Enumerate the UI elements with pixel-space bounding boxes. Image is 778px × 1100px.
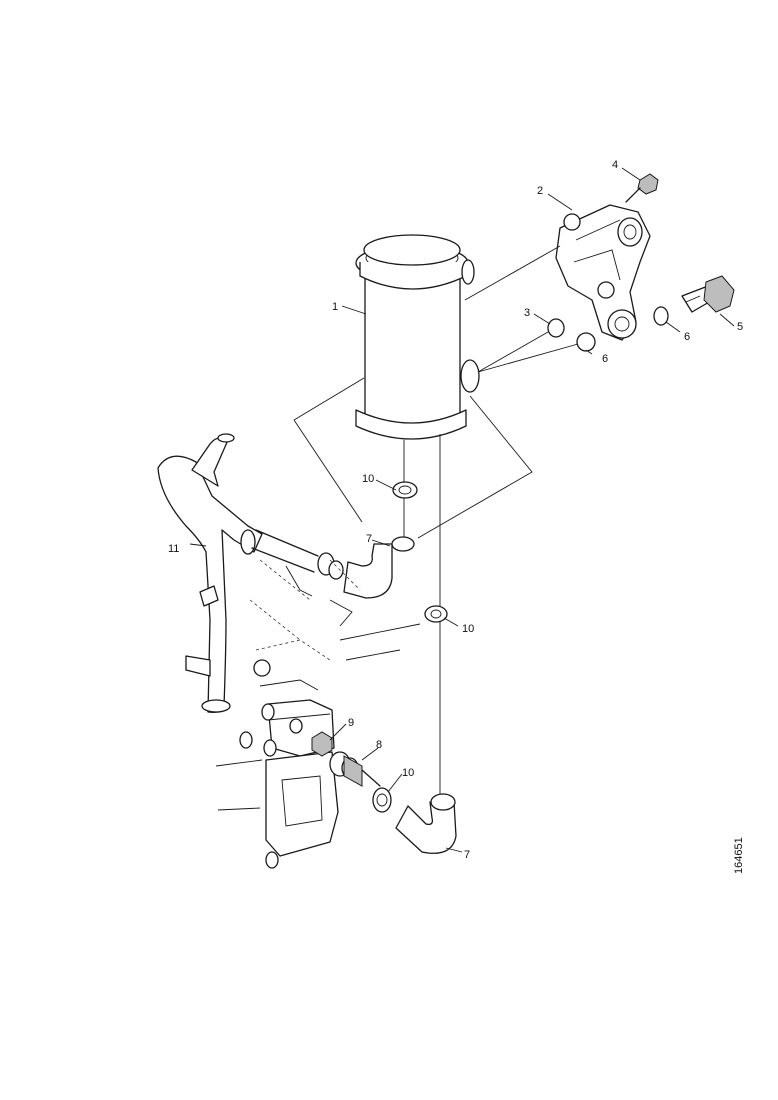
bolt (625, 173, 659, 203)
leader-lines (189, 167, 735, 853)
callout-labels: 1 2 3 4 5 6 6 7 7 8 9 10 10 10 11 (168, 159, 743, 861)
callout-7a: 7 (366, 533, 372, 545)
callout-10b: 10 (462, 623, 474, 635)
callout-3: 3 (524, 307, 530, 319)
seal-washer (653, 306, 669, 326)
engine-block-fragment (215, 559, 421, 869)
callout-5: 5 (737, 321, 743, 333)
callout-1: 1 (332, 301, 338, 313)
mounting-bracket (555, 204, 651, 341)
callout-6b: 6 (602, 353, 608, 365)
hose-clamp (372, 787, 392, 813)
callout-6a: 6 (684, 331, 690, 343)
hose-clamp (424, 605, 448, 623)
callout-4: 4 (612, 159, 618, 171)
callout-10a: 10 (362, 473, 374, 485)
elbow-hose-upper (343, 536, 415, 599)
callout-10c: 10 (402, 767, 414, 779)
filter-canister (355, 234, 480, 440)
nut (311, 731, 333, 757)
hose-clamp (392, 481, 418, 499)
callout-7b: 7 (464, 849, 470, 861)
callout-8: 8 (376, 739, 382, 751)
elbow-hose-lower (395, 793, 457, 854)
banjo-bolt (681, 275, 735, 313)
sealing-ring (328, 560, 344, 580)
drawing-code: 164651 (733, 837, 745, 874)
adapter-fitting (329, 751, 381, 787)
callout-9: 9 (348, 717, 354, 729)
assembly-outline (293, 377, 533, 539)
callout-2: 2 (537, 185, 543, 197)
callout-11: 11 (168, 543, 179, 555)
seal-ring (547, 318, 565, 338)
seal-washer (576, 332, 596, 352)
coolant-pipe (157, 433, 263, 714)
